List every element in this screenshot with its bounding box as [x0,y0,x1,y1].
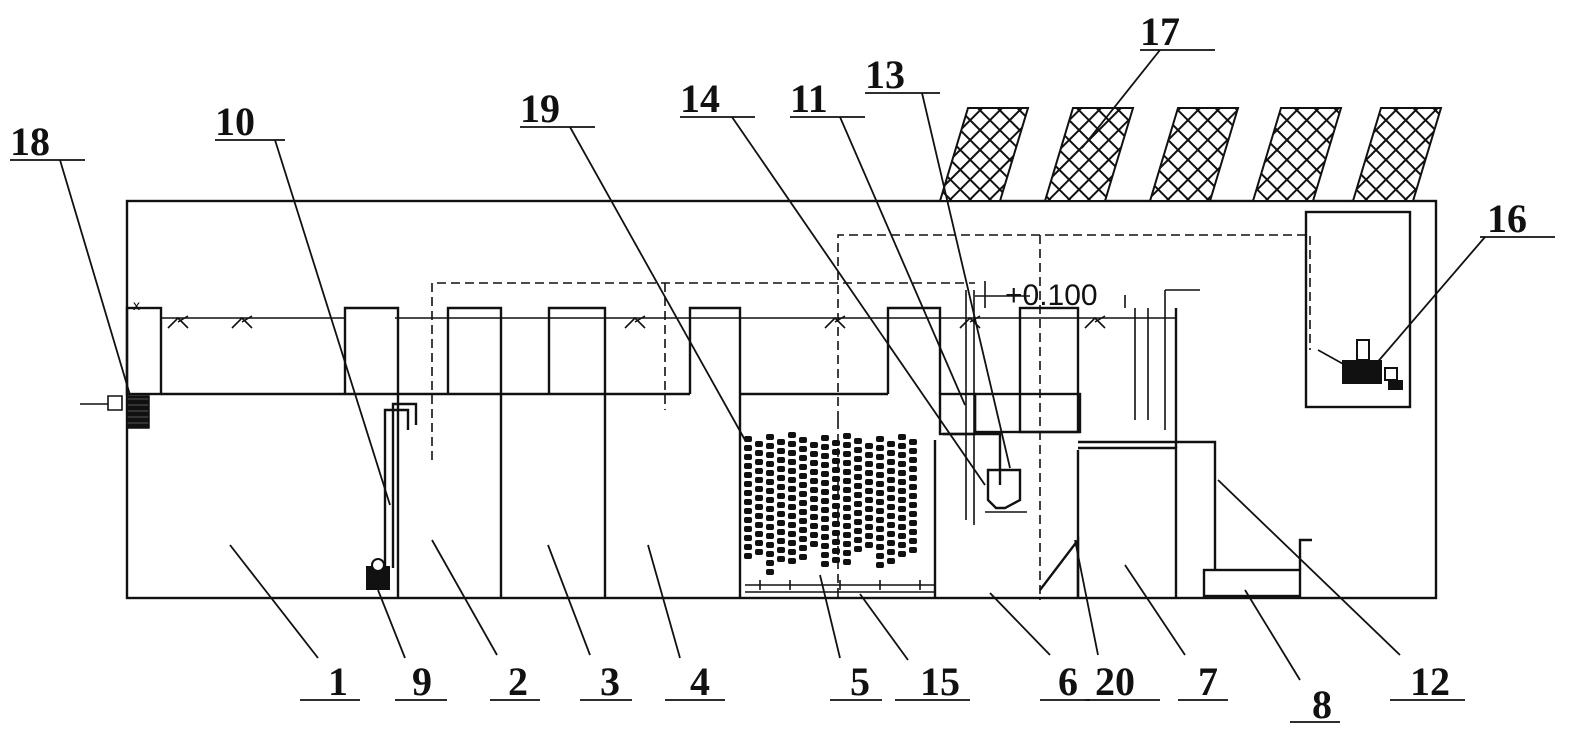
solar-panel [1148,107,1240,202]
part-label-16: 16 [1487,196,1527,241]
aerator-grid [745,580,935,593]
leader-line-17 [1081,49,1161,149]
part-label-3: 3 [600,659,620,704]
part-label-17: 17 [1140,9,1180,54]
leader-line-18 [59,159,131,396]
leader-line-13 [921,92,1011,469]
part-label-6: 6 [1058,659,1078,704]
elevation-label: +0.100 [1005,279,1098,312]
biofilm-media [744,432,917,575]
control-cabinet [1304,210,1412,409]
solar-panel [938,107,1030,202]
leader-line-2 [431,539,498,656]
part-label-10: 10 [215,99,255,144]
leader-line-10 [274,139,391,506]
compartment-walls [396,394,937,598]
leader-line-7 [1124,564,1186,656]
leader-lines [59,49,1486,681]
lift-pump [366,402,418,590]
solar-panels [938,107,1443,202]
part-label-12: 12 [1410,659,1450,704]
leader-line-1 [229,544,319,659]
part-label-4: 4 [690,659,710,704]
tank-7 [1076,308,1217,598]
part-label-18: 18 [10,119,50,164]
part-label-7: 7 [1198,659,1218,704]
part-label-20: 20 [1095,659,1135,704]
inlet-box [80,306,163,429]
leader-line-11 [839,116,966,406]
part-label-2: 2 [508,659,528,704]
leader-line-9 [377,589,406,659]
air-pipe-upper [431,282,975,470]
part-label-13: 13 [865,52,905,97]
svg-text:x: x [133,297,140,313]
part-label-19: 19 [520,86,560,131]
part-label-11: 11 [790,76,828,121]
part-label-15: 15 [920,659,960,704]
leader-line-8 [1244,589,1301,681]
leader-line-6 [989,592,1051,656]
ground-line: x [133,297,1175,319]
leader-line-14 [731,116,986,486]
part-label-14: 14 [680,76,720,121]
manhole-chimneys [343,306,942,440]
clarifier [938,290,1082,598]
leader-line-5 [819,574,841,659]
solar-panel [1251,107,1343,202]
sludge-pump [1202,538,1312,598]
leader-line-20 [1074,539,1099,656]
elevation-mark: +0.100 [975,279,1200,430]
part-label-5: 5 [850,659,870,704]
part-label-9: 9 [412,659,432,704]
solar-panel [1043,107,1135,202]
solar-panel [1351,107,1443,202]
leader-line-19 [569,126,746,441]
leader-line-16 [1374,236,1486,366]
leader-line-4 [647,544,681,659]
leader-line-15 [859,593,909,661]
leader-line-3 [547,544,591,656]
part-label-1: 1 [328,659,348,704]
part-label-8: 8 [1312,682,1332,727]
leader-line-12 [1217,479,1401,656]
